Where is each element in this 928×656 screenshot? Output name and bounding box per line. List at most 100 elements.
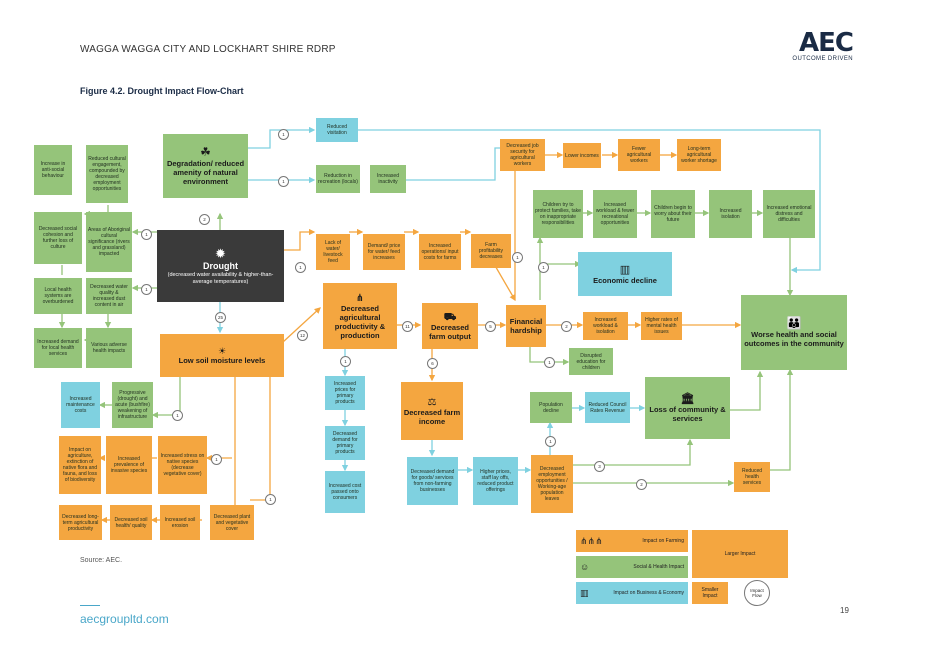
node-population-decline: Population decline bbox=[530, 392, 572, 423]
building-icon: 🏛 bbox=[680, 393, 695, 405]
node-degradation: ☘ Degradation/ reduced amenity of natura… bbox=[163, 134, 248, 198]
tractor-icon: ⛟ bbox=[443, 311, 457, 323]
legend-business: ▥ Impact on Business & Economy bbox=[576, 582, 688, 604]
figure-title: Figure 4.2. Drought Impact Flow-Chart bbox=[80, 86, 244, 96]
flow-number: 1 bbox=[265, 494, 276, 505]
node-increased-workload-isolation: Increased workload & isolation bbox=[583, 312, 628, 340]
node-drought: ✹ Drought (decreased water availability … bbox=[157, 230, 284, 302]
node-drought-title: Drought bbox=[203, 260, 238, 271]
node-reduction-recreation: Reduction in recreation (locals) bbox=[316, 165, 360, 193]
node-decreased-ag-productivity-label: Decreased agricultural productivity & pr… bbox=[334, 303, 386, 340]
flow-number: 1 bbox=[295, 262, 306, 273]
node-lack-of-water: Lack of water/ livestock feed bbox=[316, 234, 350, 270]
crop-icon: ⋔ bbox=[355, 292, 365, 304]
node-decreased-farm-output-label: Decreased farm output bbox=[429, 322, 471, 341]
flow-number: 1 bbox=[544, 357, 555, 368]
drought-icon: ✹ bbox=[215, 245, 226, 261]
flow-number: 6 bbox=[427, 358, 438, 369]
node-farm-profitability: Farm profitability decreases bbox=[471, 234, 511, 268]
node-stress-native: Increased stress on native species (decr… bbox=[158, 436, 207, 494]
legend-farming-label: Impact on Farming bbox=[642, 538, 684, 544]
document-header-title: WAGGA WAGGA CITY AND LOCKHART SHIRE RDRP bbox=[80, 44, 336, 55]
legend-smaller: Smaller Impact bbox=[692, 582, 728, 604]
node-decreased-demand-primary: Decreased demand for primary products bbox=[325, 426, 365, 460]
node-decreased-employment: Decreased employment opportunities / Wor… bbox=[531, 455, 573, 513]
flow-number: 12 bbox=[297, 330, 308, 341]
aec-logo: AEC OUTCOME DRIVEN bbox=[785, 28, 854, 62]
flow-number: 1 bbox=[172, 410, 183, 421]
node-increased-inactivity: Increased inactivity bbox=[370, 165, 406, 193]
node-impact-agriculture: Impact on agriculture, extinction of nat… bbox=[59, 436, 101, 494]
node-progressive-drought: Progressive (drought) and acute (bushfir… bbox=[112, 382, 153, 428]
figure-source: Source: AEC. bbox=[80, 557, 123, 564]
node-increased-workload-fewer: Increased workload & fewer recreational … bbox=[593, 190, 637, 238]
logo-tagline: OUTCOME DRIVEN bbox=[792, 56, 853, 62]
footer-rule bbox=[80, 605, 100, 606]
node-increased-emotional: Increased emotional distress and difficu… bbox=[763, 190, 815, 238]
nature-icon: ☘ bbox=[200, 145, 211, 159]
node-increased-prices: Increased prices for primary products bbox=[325, 376, 365, 410]
node-decreased-soil-health: Decreased soil health/ quality bbox=[110, 505, 152, 540]
flow-number: 5 bbox=[485, 321, 496, 332]
node-children-protect: Children try to protect families, take o… bbox=[533, 190, 583, 238]
node-reduced-cultural: Reduced cultural engagement, compounded … bbox=[86, 145, 128, 203]
node-worse-health-label: Worse health and social outcomes in the … bbox=[744, 330, 844, 348]
node-drought-subtitle: (decreased water availability & higher-t… bbox=[167, 271, 274, 285]
node-increased-maintenance: Increased maintenance costs bbox=[61, 382, 100, 428]
flow-number: 2 bbox=[636, 479, 647, 490]
node-loss-community: 🏛 Loss of community & services bbox=[645, 377, 730, 439]
node-degradation-label: Degradation/ reduced amenity of natural … bbox=[166, 159, 245, 186]
node-low-soil: ☀ Low soil moisture levels bbox=[160, 334, 284, 377]
node-decreased-social-cohesion: Decreased social cohesion and further lo… bbox=[34, 212, 82, 264]
node-reduced-visitation: Reduced visitation bbox=[316, 118, 358, 142]
node-higher-mental: Higher rates of mental health issues bbox=[641, 312, 682, 340]
node-children-worry: Children begin to worry about their futu… bbox=[651, 190, 695, 238]
people-icon: 👪 bbox=[786, 316, 802, 330]
business-chart-icon: ▥ bbox=[580, 587, 589, 598]
flow-number: 2 bbox=[561, 321, 572, 332]
node-increased-cost-consumers: Increased cost passed onto consumers bbox=[325, 471, 365, 513]
legend-business-label: Impact on Business & Economy bbox=[613, 590, 684, 596]
wheat-icon: ⋔⋔⋔ bbox=[580, 535, 603, 546]
flow-number: 3 bbox=[594, 461, 605, 472]
node-decreased-water-quality: Decreased water quality & increased dust… bbox=[86, 278, 132, 314]
node-decreased-long-term: Decreased long-term agricultural product… bbox=[59, 505, 102, 540]
legend-larger: Larger Impact bbox=[692, 530, 788, 578]
node-decreased-plant-cover: Decreased plant and vegetative cover bbox=[210, 505, 254, 540]
flow-number: 1 bbox=[545, 436, 556, 447]
node-increased-operations: Increased operations/ input costs for fa… bbox=[419, 234, 461, 270]
node-decreased-ag-productivity: ⋔ Decreased agricultural productivity & … bbox=[323, 283, 397, 349]
legend-social: ☺ Social & Health Impact bbox=[576, 556, 688, 578]
node-reduced-council: Reduced Council Rates Revenue bbox=[585, 392, 630, 423]
flow-number: 1 bbox=[278, 176, 289, 187]
node-aboriginal-areas: Areas of Aboriginal cultural significanc… bbox=[86, 212, 132, 272]
node-local-health-systems: Local health systems are overburdened bbox=[34, 278, 82, 314]
node-various-health: Various adverse health impacts bbox=[86, 328, 132, 368]
node-disrupted-education: Disrupted education for children bbox=[569, 348, 613, 375]
node-increased-isolation: Increased isolation bbox=[709, 190, 752, 238]
node-lower-incomes: Lower incomes bbox=[563, 143, 601, 168]
legend-farming: ⋔⋔⋔ Impact on Farming bbox=[576, 530, 688, 552]
node-increased-demand-health: Increased demand for local health servic… bbox=[34, 328, 82, 368]
node-demand-price-water: Demand/ price for water/ feed increases bbox=[363, 234, 405, 270]
legend-impact-flow: Impact Flow bbox=[744, 580, 770, 606]
node-decreased-farm-output: ⛟ Decreased farm output bbox=[422, 303, 478, 349]
logo-mark: AEC bbox=[799, 28, 854, 58]
node-increased-soil-erosion: Increased soil erosion bbox=[160, 505, 200, 540]
scales-icon: ⚖ bbox=[427, 396, 437, 408]
node-fewer-workers: Fewer agricultural workers bbox=[618, 139, 660, 171]
page-number: 19 bbox=[840, 606, 849, 615]
chart-decline-icon: ▥ bbox=[619, 263, 631, 276]
footer-website-link[interactable]: aecgroupltd.com bbox=[80, 612, 169, 626]
node-economic-decline-label: Economic decline bbox=[593, 275, 657, 285]
node-decreased-job-security: Decreased job security for agricultural … bbox=[500, 139, 545, 171]
node-reduced-health-services: Reduced health services bbox=[734, 462, 770, 492]
node-decreased-farm-income-label: Decreased farm income bbox=[403, 407, 461, 426]
flow-number: 1 bbox=[141, 229, 152, 240]
flow-number: 2 bbox=[199, 214, 210, 225]
node-financial-hardship: Financial hardship bbox=[506, 305, 546, 347]
node-low-soil-label: Low soil moisture levels bbox=[178, 356, 266, 365]
node-loss-community-label: Loss of community & services bbox=[649, 405, 726, 423]
flow-number: 11 bbox=[402, 321, 413, 332]
node-long-term-shortage: Long-term agricultural worker shortage bbox=[677, 139, 721, 171]
